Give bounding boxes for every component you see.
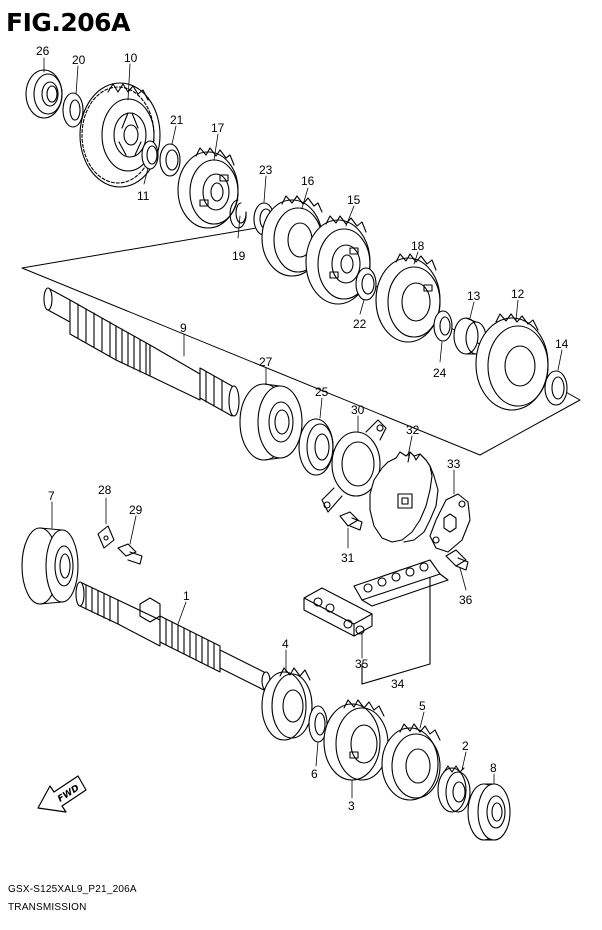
callout-32: 32 xyxy=(406,423,420,437)
part-14-washer xyxy=(544,370,568,406)
callout-2: 2 xyxy=(462,739,469,753)
callout-14: 14 xyxy=(555,337,569,351)
callout-24: 24 xyxy=(433,366,447,380)
callout-10: 10 xyxy=(124,51,138,65)
callout-11: 11 xyxy=(137,189,150,203)
figure-code: GSX-S125XAL9_P21_206A xyxy=(8,884,137,895)
part-24-washer xyxy=(433,310,453,342)
part-22-washer xyxy=(355,267,377,301)
part-5-gear xyxy=(381,723,441,801)
callout-16: 16 xyxy=(301,174,315,188)
part-15-gear xyxy=(305,215,371,305)
callout-26: 26 xyxy=(36,44,50,58)
fwd-arrow-icon: FWD xyxy=(37,775,87,813)
callout-19: 19 xyxy=(232,249,246,263)
callout-8: 8 xyxy=(490,761,497,775)
part-27-bearing xyxy=(239,383,303,461)
callout-29: 29 xyxy=(129,503,143,517)
part-28-plate xyxy=(97,525,115,549)
callout-17: 17 xyxy=(211,121,225,135)
callout-27: 27 xyxy=(259,355,273,369)
callout-13: 13 xyxy=(467,289,481,303)
part-11-collar xyxy=(141,140,159,170)
part-1-main-shaft xyxy=(75,581,271,691)
part-26-bearing xyxy=(25,69,63,119)
part-8-bearing xyxy=(467,783,511,841)
part-29-bolt xyxy=(117,543,143,565)
callout-33: 33 xyxy=(447,457,461,471)
callout-20: 20 xyxy=(72,53,86,67)
callout-15: 15 xyxy=(347,193,361,207)
part-33-lock-plate xyxy=(429,493,471,553)
callout-30: 30 xyxy=(351,403,365,417)
callout-5: 5 xyxy=(419,699,426,713)
part-17-gear xyxy=(177,147,239,229)
callout-36: 36 xyxy=(459,593,473,607)
part-25-oil-seal xyxy=(298,418,334,476)
figure-title: FIG.206A xyxy=(6,8,130,37)
part-2-gear xyxy=(437,765,471,813)
part-20-washer xyxy=(62,92,84,128)
figure-name: TRANSMISSION xyxy=(8,902,87,913)
callouts: 26 20 10 11 21 17 19 23 16 15 22 18 24 1… xyxy=(36,44,569,813)
callout-28: 28 xyxy=(98,483,112,497)
bracket-34-35 xyxy=(361,577,431,685)
callout-31: 31 xyxy=(341,551,355,565)
callout-3: 3 xyxy=(348,799,355,813)
part-36-bolt xyxy=(445,549,469,571)
part-12-gear xyxy=(475,313,549,411)
callout-21: 21 xyxy=(170,113,184,127)
part-34-drive-chain xyxy=(353,559,449,607)
callout-22: 22 xyxy=(353,317,367,331)
part-32-sprocket xyxy=(369,451,439,543)
part-19-circlip xyxy=(229,199,247,229)
part-7-bearing xyxy=(21,527,79,605)
part-30-retainer-plate xyxy=(321,419,387,513)
callout-35: 35 xyxy=(355,657,369,671)
part-4-gear xyxy=(261,667,313,741)
callout-23: 23 xyxy=(259,163,273,177)
part-21-washer xyxy=(159,143,181,177)
callout-6: 6 xyxy=(311,767,318,781)
part-18-gear xyxy=(375,253,441,343)
callout-1: 1 xyxy=(183,589,190,603)
part-10-gear xyxy=(79,82,161,188)
callout-25: 25 xyxy=(315,385,329,399)
callout-9: 9 xyxy=(180,321,187,335)
part-35-chain-joint xyxy=(303,587,373,637)
callout-4: 4 xyxy=(282,637,289,651)
part-13-collar xyxy=(453,317,487,355)
callout-12: 12 xyxy=(511,287,525,301)
part-3-gear xyxy=(323,699,389,781)
countershaft-frame xyxy=(21,225,581,456)
part-31-bolt xyxy=(339,511,363,531)
callout-34: 34 xyxy=(391,677,405,691)
callout-18: 18 xyxy=(411,239,425,253)
leader-lines xyxy=(43,57,563,799)
callout-7: 7 xyxy=(48,489,55,503)
part-9-countershaft xyxy=(43,287,240,417)
